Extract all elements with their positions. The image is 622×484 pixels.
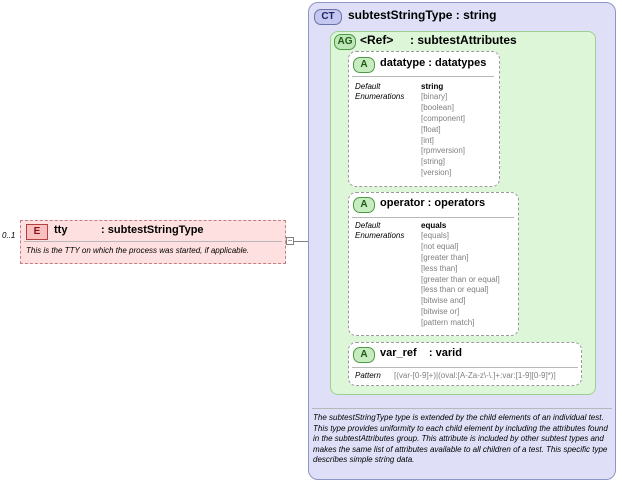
default-label: Default (355, 221, 381, 230)
divider (352, 367, 578, 368)
element-documentation: This is the TTY on which the process was… (26, 246, 250, 255)
element-box (20, 220, 286, 264)
enum-item: [rpmversion] (421, 146, 466, 155)
attribute-datatype-box (348, 51, 500, 187)
enum-item: [less than or equal] (421, 285, 489, 294)
enum-item: [greater than or equal] (421, 275, 500, 284)
enum-item: [bitwise and] (421, 296, 466, 305)
collapse-toggle-icon[interactable]: − (286, 236, 294, 245)
attribute-icon: A (353, 347, 375, 363)
attribute-operator-box (348, 192, 519, 336)
pattern-label: Pattern (355, 371, 381, 380)
divider (352, 76, 494, 77)
attribute-icon: A (353, 57, 375, 73)
default-value: string (421, 82, 444, 91)
enum-item: [component] (421, 114, 466, 123)
enum-item: [greater than] (421, 253, 469, 262)
description-divider (312, 408, 612, 409)
attribute-var-ref-title: var_ref : varid (380, 347, 462, 359)
enum-item: [string] (421, 157, 446, 166)
divider (24, 241, 282, 242)
element-title: tty : subtestStringType (54, 224, 204, 236)
enum-item: [binary] (421, 92, 448, 101)
complex-type-icon: CT (314, 9, 342, 25)
attribute-group-title: <Ref> : subtestAttributes (360, 33, 517, 47)
enum-item: [equals] (421, 231, 450, 240)
attribute-var-ref-box (348, 342, 582, 386)
enum-item: [bitwise or] (421, 307, 460, 316)
element-cardinality: 0..1 (2, 231, 16, 240)
enum-item: [less than] (421, 264, 458, 273)
attribute-icon: A (353, 197, 375, 213)
pattern-value: [(var-[0-9]+)|(oval:[A-Za-z\-\.]+:var:[1… (394, 371, 556, 380)
type-description: The subtestStringType type is extended b… (313, 413, 608, 465)
enumerations-label: Enumerations (355, 231, 405, 240)
default-value: equals (421, 221, 447, 230)
attribute-datatype-title: datatype : datatypes (380, 57, 487, 69)
enumerations-label: Enumerations (355, 92, 405, 101)
default-label: Default (355, 82, 381, 91)
enum-item: [not equal] (421, 242, 459, 251)
attribute-group-icon: AG (334, 34, 356, 50)
enum-item: [boolean] (421, 103, 454, 112)
enum-item: [int] (421, 136, 434, 145)
element-icon: E (26, 224, 48, 240)
complex-type-title: subtestStringType : string (348, 8, 497, 22)
enum-item: [version] (421, 168, 452, 177)
enum-item: [pattern match] (421, 318, 475, 327)
enum-item: [float] (421, 125, 441, 134)
attribute-operator-title: operator : operators (380, 197, 486, 209)
divider (352, 217, 514, 218)
